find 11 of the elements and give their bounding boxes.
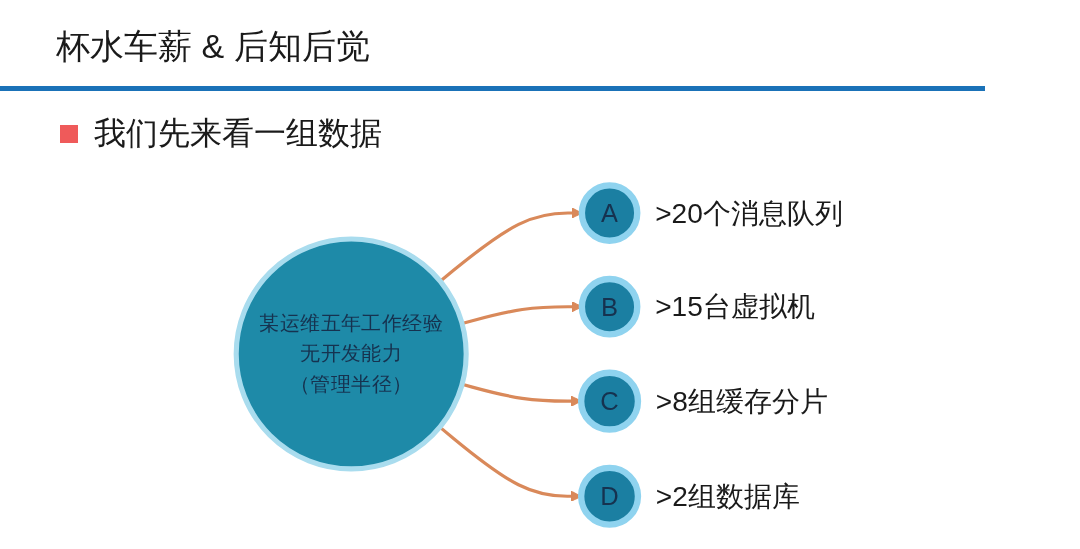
slide-title: 杯水车薪 & 后知后觉 [56,26,370,67]
node-circle: C [577,369,642,433]
node-caption: >20个消息队列 [655,197,843,229]
node-circle: B [578,275,641,338]
node-caption: >8组缓存分片 [655,385,828,417]
node-caption: >15台虚拟机 [655,291,815,323]
bullet-text: 我们先来看一组数据 [94,114,382,153]
node-circle: 某运维五年工作经验无开发能力 （管理半径） [233,236,469,472]
node-caption: >2组数据库 [655,480,800,512]
node-circle: D [577,464,642,528]
node-circle: A [578,182,641,244]
